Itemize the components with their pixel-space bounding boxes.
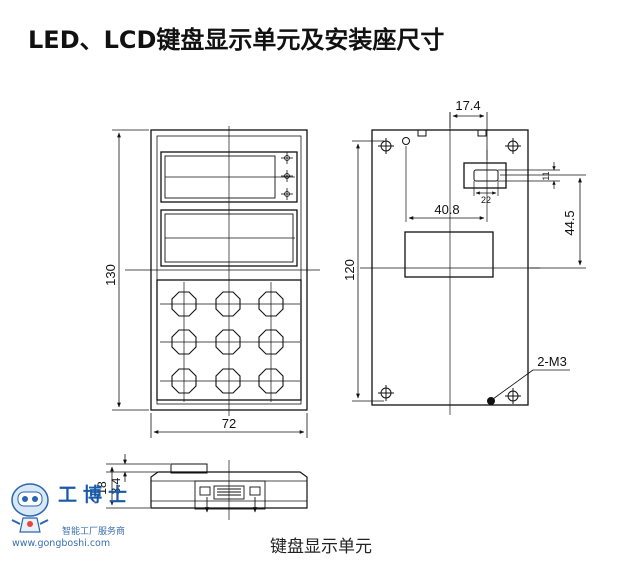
side-connector [194, 480, 266, 513]
label-side-step: 3.4 [109, 477, 123, 494]
key-3 [258, 291, 284, 317]
rear-connector-slot [463, 162, 507, 189]
keypad-keys [171, 291, 284, 394]
rear-top-tab-right [477, 130, 487, 137]
logo-url: www.gongboshi.com [12, 538, 111, 549]
dim-side [106, 454, 170, 509]
side-view [106, 454, 308, 520]
label-40-8: 40.8 [434, 202, 459, 217]
rear-view [352, 112, 586, 415]
key-6 [258, 329, 284, 355]
key-1 [171, 291, 197, 317]
rear-centerlines [360, 112, 540, 415]
front-view [112, 126, 320, 438]
label-44-5: 44.5 [562, 210, 577, 235]
key-7 [171, 368, 197, 394]
rear-window [404, 231, 494, 278]
robot-mascot-icon [11, 483, 49, 533]
key-2 [215, 291, 241, 317]
rear-mounting-holes [378, 137, 521, 405]
dim-rear-height [352, 140, 384, 402]
front-centerlines [125, 126, 320, 416]
key-9 [258, 368, 284, 394]
label-front-width: 72 [222, 416, 236, 431]
side-outline [150, 471, 308, 509]
dim-front-height [112, 129, 149, 411]
logo-name: 工博士 [58, 484, 134, 506]
side-top-tab [170, 463, 208, 474]
figure-caption: 键盘显示单元 [270, 537, 372, 557]
dim-slot-width [473, 181, 499, 196]
dim-rear-17-4 [449, 112, 488, 160]
gongboshi-logo: 工博士 智能工厂服务商 www.gongboshi.com [6, 480, 146, 560]
key-8 [215, 368, 241, 394]
label-front-height: 130 [103, 264, 118, 286]
rear-top-tab-left [417, 130, 427, 137]
dim-rear-44-5 [500, 174, 586, 269]
dim-slot-height [498, 162, 560, 189]
label-slot-height: 11 [541, 171, 551, 180]
key-4 [171, 329, 197, 355]
rear-connector [473, 169, 499, 182]
label-17-4: 17.4 [455, 98, 480, 113]
page-title: LED、LCD键盘显示单元及安装座尺寸 [28, 26, 445, 54]
logo-tagline: 智能工厂服务商 [62, 527, 126, 537]
key-5 [215, 329, 241, 355]
dim-front-width [150, 413, 308, 438]
label-2-m3: 2-M3 [537, 354, 567, 369]
leader-2-m3 [492, 369, 570, 400]
label-side-total: 18 [95, 481, 109, 495]
label-rear-height: 120 [342, 259, 357, 281]
indicator-leds [281, 152, 293, 200]
label-slot-width: 22 [481, 195, 491, 205]
